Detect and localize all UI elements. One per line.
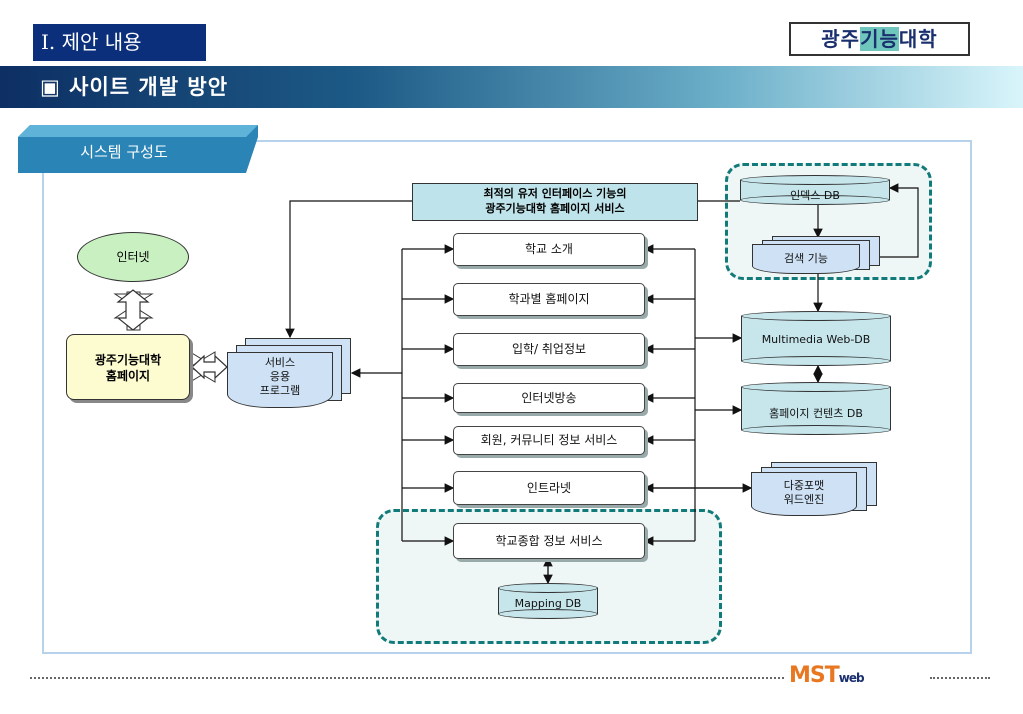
- homepage-node: 광주기능대학 홈페이지: [66, 334, 190, 400]
- logo-text-b: 기능: [860, 27, 899, 51]
- multimedia-db-label: Multimedia Web-DB: [761, 333, 871, 346]
- service-school-intro: 학교 소개: [453, 233, 645, 266]
- homepage-line2: 홈페이지: [105, 369, 151, 383]
- service-admission-jobs: 입학/ 취업정보: [453, 333, 645, 366]
- contents-db: 홈페이지 컨텐츠 DB: [741, 382, 891, 435]
- mapping-db-label: Mapping DB: [514, 597, 582, 610]
- editor-line2: 워드엔진: [783, 493, 825, 506]
- mst-logo-main: MST: [789, 663, 840, 688]
- homepage-line1: 광주기능대학: [94, 353, 162, 367]
- section-label: I. 제안 내용: [33, 24, 206, 61]
- index-db-label: 인덱스 DB: [790, 189, 840, 202]
- editor-node: 다중포맷 워드엔진: [751, 462, 881, 518]
- mst-logo-sub: web: [838, 671, 865, 685]
- banner-line1: 최적의 유저 인터페이스 기능의: [483, 187, 627, 200]
- banner-line2: 광주기능대학 홈페이지 서비스: [485, 202, 625, 215]
- service-app-line2: 응용: [269, 370, 291, 383]
- service-app-node: 서비스 응용 프로그램: [227, 338, 353, 408]
- mapping-db: Mapping DB: [498, 583, 598, 619]
- service-banner: 최적의 유저 인터페이스 기능의 광주기능대학 홈페이지 서비스: [412, 183, 698, 221]
- logo-text-a: 광주: [821, 27, 861, 51]
- subtab-shape: [18, 125, 258, 173]
- index-db: 인덱스 DB: [740, 175, 890, 205]
- logo-text-c: 대학: [898, 27, 938, 51]
- service-total-info: 학교종합 정보 서비스: [453, 523, 645, 559]
- page-title: ▣ 사이트 개발 방안: [40, 75, 229, 99]
- footer-divider-right: [930, 677, 990, 679]
- contents-db-label: 홈페이지 컨텐츠 DB: [769, 407, 863, 420]
- search-node: 검색 기능: [752, 236, 882, 276]
- service-internet-broadcast: 인터넷방송: [453, 383, 645, 413]
- service-app-line1: 서비스: [264, 356, 296, 369]
- subtab-label: 시스템 구성도: [80, 143, 168, 161]
- multimedia-db: Multimedia Web-DB: [741, 311, 891, 366]
- service-app-line3: 프로그램: [259, 384, 301, 397]
- search-label: 검색 기능: [784, 252, 828, 265]
- service-intranet: 인트라넷: [453, 471, 645, 505]
- service-community: 회원, 커뮤니티 정보 서비스: [453, 426, 645, 455]
- internet-node: 인터넷: [77, 232, 189, 282]
- footer-divider: [30, 677, 784, 679]
- service-dept-homepage: 학과별 홈페이지: [453, 283, 645, 316]
- college-logo: 광주기능대학: [789, 22, 970, 56]
- editor-line1: 다중포맷: [783, 479, 825, 492]
- mst-logo: MSTweb: [789, 663, 865, 688]
- header-bar: [0, 66, 1023, 108]
